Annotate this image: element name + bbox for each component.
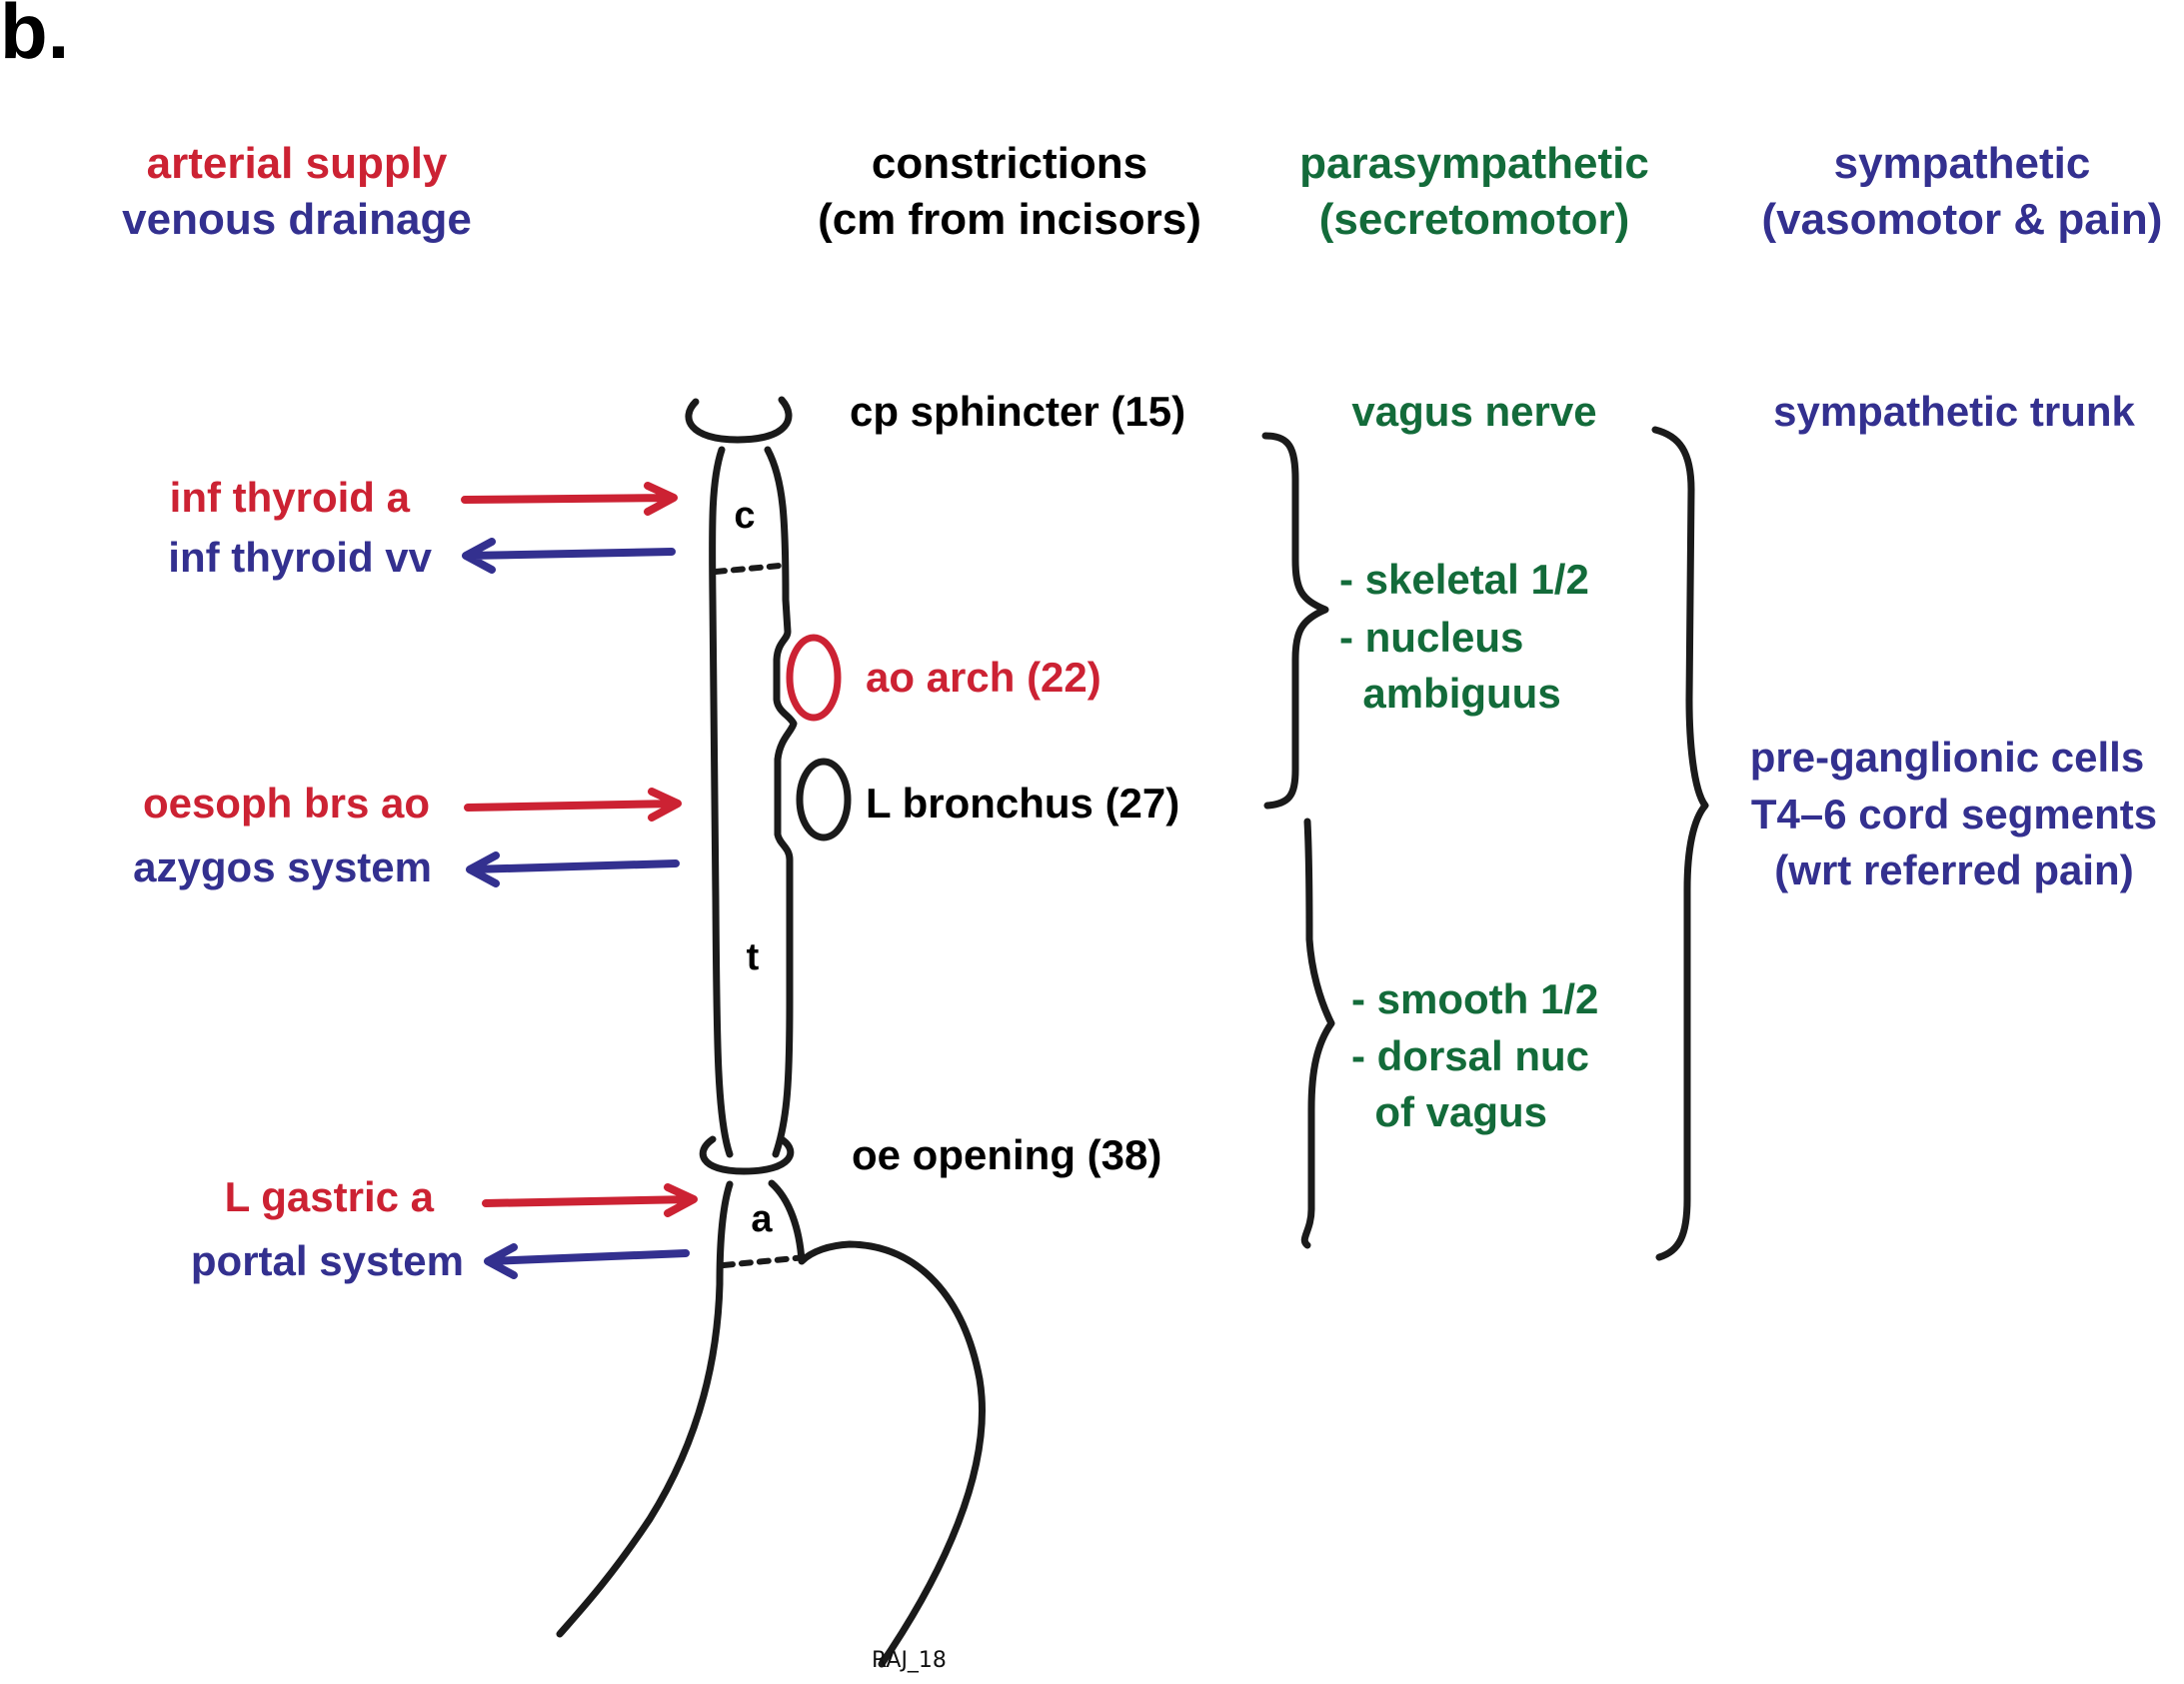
vessel-inf-thyroid-veins: inf thyroid vv — [168, 534, 432, 581]
blood-supply-labels: inf thyroid a inf thyroid vv oesoph brs … — [133, 474, 698, 1284]
segment-label-thoracic: t — [747, 936, 760, 978]
header-parasympathetic-title: parasympathetic — [1299, 139, 1649, 188]
header-sympathetic-title: sympathetic — [1834, 139, 2091, 188]
header-constrictions: constrictions (cm from incisors) — [818, 139, 1201, 244]
artist-signature: RAJ_18 — [872, 1648, 947, 1673]
constriction-labels: cp sphincter (15) ao arch (22) L bronchu… — [850, 388, 1185, 1178]
vagus-nerve-label: vagus nerve — [1351, 388, 1596, 435]
parasympathetic-lower-line-3: of vagus — [1351, 1088, 1547, 1135]
header-venous-drainage: venous drainage — [122, 195, 472, 244]
vessel-left-gastric-artery: L gastric a — [225, 1173, 435, 1220]
header-parasympathetic-subtitle: (secretomotor) — [1319, 195, 1630, 244]
constriction-cp-sphincter: cp sphincter (15) — [850, 388, 1185, 435]
abdominal-right-wall — [768, 1179, 986, 1668]
parasympathetic-upper-line-1: - skeletal 1/2 — [1339, 556, 1589, 603]
parasympathetic-lower-line-1: - smooth 1/2 — [1351, 975, 1598, 1022]
parasympathetic-lower-brace — [1300, 818, 1335, 1249]
parasympathetic-upper-brace — [1261, 432, 1329, 810]
header-sympathetic: sympathetic (vasomotor & pain) — [1762, 139, 2163, 244]
header-blood-supply: arterial supply venous drainage — [122, 139, 472, 244]
header-parasympathetic: parasympathetic (secretomotor) — [1299, 139, 1649, 244]
sympathetic-line-2: T4–6 cord segments — [1751, 791, 2157, 838]
left-bronchus-ring — [796, 758, 852, 842]
oe-opening-shape — [699, 1135, 795, 1175]
oesophagus-left-wall — [709, 446, 734, 1158]
arrow-right-icon — [464, 788, 682, 822]
header-sympathetic-subtitle: (vasomotor & pain) — [1762, 195, 2163, 244]
arrow-right-icon — [461, 482, 678, 516]
sympathetic-line-1: pre-ganglionic cells — [1750, 734, 2144, 781]
vessel-inf-thyroid-artery: inf thyroid a — [170, 474, 411, 521]
constriction-left-bronchus: L bronchus (27) — [866, 780, 1179, 827]
vessel-portal-system: portal system — [191, 1237, 464, 1284]
header-constrictions-title: constrictions — [872, 139, 1147, 188]
parasympathetic-upper-line-2: - nucleus — [1339, 614, 1523, 661]
vessel-azygos-system: azygos system — [133, 843, 432, 890]
header-arterial-supply: arterial supply — [147, 139, 448, 188]
arrow-left-icon — [462, 538, 676, 574]
abdominal-left-wall — [556, 1180, 734, 1638]
parasympathetic-column: vagus nerve - skeletal 1/2 - nucleus amb… — [1261, 388, 1598, 1249]
panel-label: b. — [0, 0, 69, 75]
sympathetic-brace — [1651, 426, 1709, 1261]
aortic-arch-ring — [786, 634, 842, 722]
sympathetic-column: sympathetic trunk pre-ganglionic cells T… — [1651, 388, 2157, 1261]
oesophagus-right-wall-lower — [772, 756, 794, 1158]
vessel-oesophageal-branches-aorta: oesoph brs ao — [143, 780, 430, 827]
constriction-aortic-arch: ao arch (22) — [866, 654, 1101, 701]
sympathetic-trunk-label: sympathetic trunk — [1773, 388, 2135, 435]
cp-sphincter-shape — [685, 396, 793, 444]
segment-label-abdominal: a — [751, 1198, 773, 1240]
cervical-thoracic-junction — [713, 563, 783, 575]
arrow-right-icon — [482, 1183, 698, 1217]
oesophagus-outline: c t a — [556, 396, 986, 1668]
arrow-left-icon — [484, 1243, 690, 1279]
parasympathetic-upper-line-3: ambiguus — [1339, 670, 1561, 717]
parasympathetic-lower-line-2: - dorsal nuc — [1351, 1032, 1589, 1079]
sympathetic-line-3: (wrt referred pain) — [1774, 846, 2133, 893]
header-constrictions-subtitle: (cm from incisors) — [818, 195, 1201, 244]
segment-label-cervical: c — [734, 495, 755, 537]
oesophagus-right-wall-upper — [764, 446, 798, 764]
arrow-left-icon — [466, 851, 680, 887]
gastro-oesophageal-junction — [721, 1254, 809, 1268]
constriction-oe-opening: oe opening (38) — [852, 1131, 1161, 1178]
